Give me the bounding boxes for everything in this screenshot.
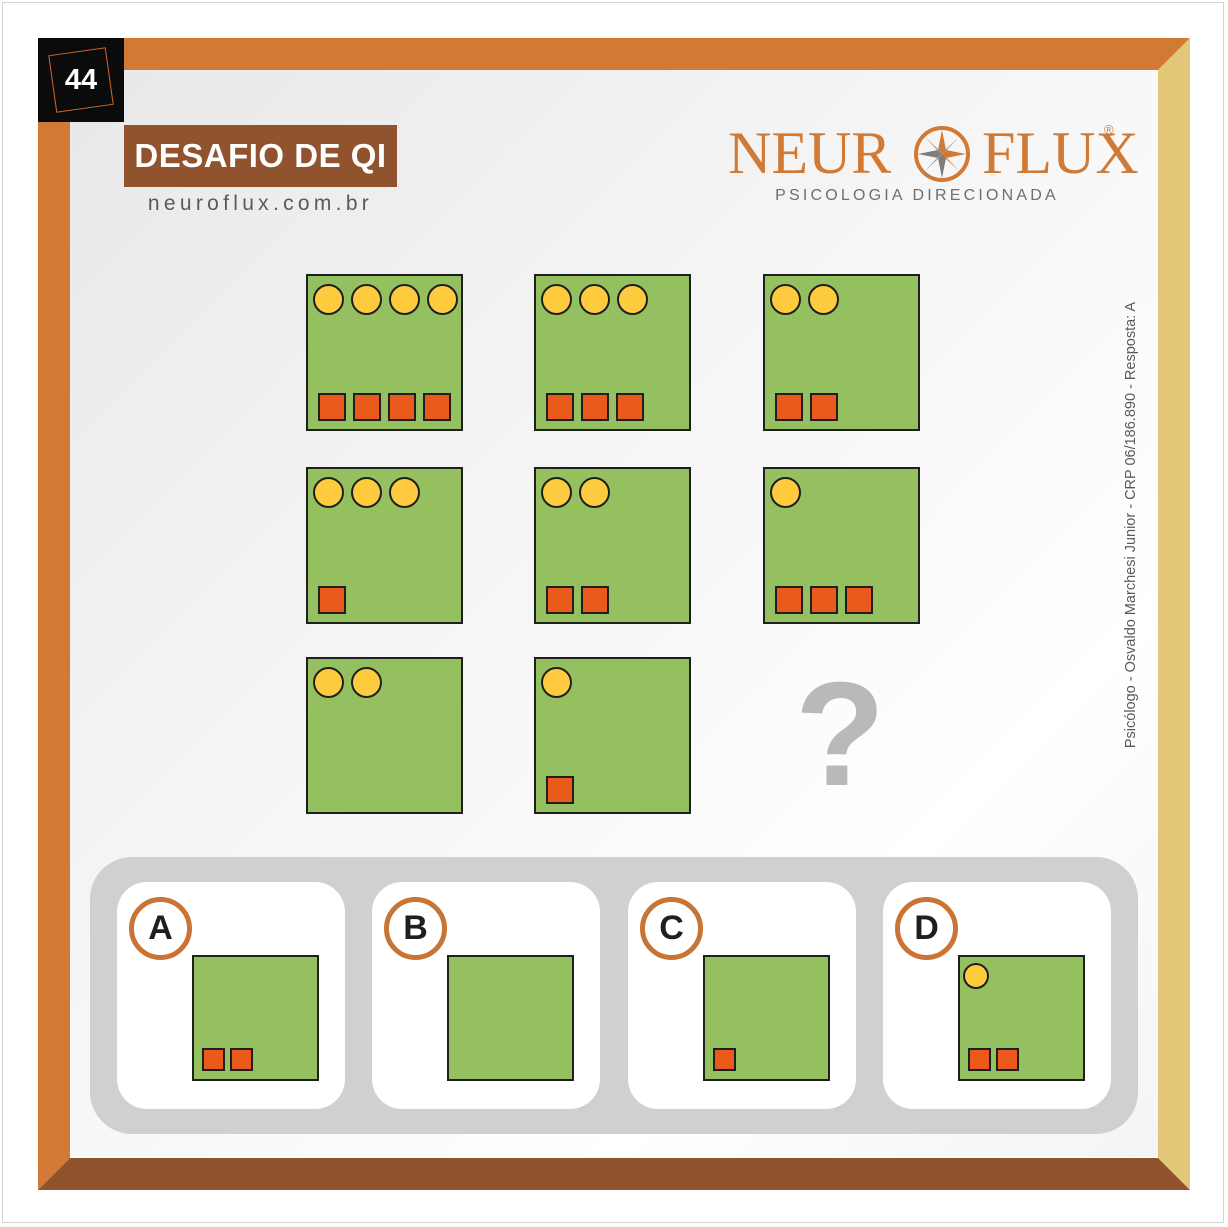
yellow-circle xyxy=(313,477,344,508)
yellow-circle xyxy=(963,963,989,989)
orange-square xyxy=(713,1048,736,1071)
yellow-circle xyxy=(579,477,610,508)
brand-word-right: FLUX xyxy=(982,120,1139,186)
orange-square xyxy=(810,393,838,421)
orange-square xyxy=(388,393,416,421)
registered-mark: ® xyxy=(1104,122,1114,137)
orange-square xyxy=(996,1048,1019,1071)
yellow-circle xyxy=(541,667,572,698)
yellow-circle xyxy=(389,477,420,508)
brand-tagline: PSICOLOGIA DIRECIONADA xyxy=(775,187,1059,204)
yellow-circle xyxy=(389,284,420,315)
frame-bottom xyxy=(38,1158,1190,1190)
orange-square xyxy=(810,586,838,614)
orange-square xyxy=(616,393,644,421)
yellow-circle xyxy=(313,667,344,698)
compass-icon xyxy=(914,126,970,182)
matrix-cell xyxy=(534,657,691,814)
frame-right xyxy=(1158,38,1190,1190)
question-mark: ? xyxy=(794,652,886,817)
option-cell xyxy=(192,955,319,1081)
orange-square xyxy=(581,393,609,421)
matrix-cell xyxy=(534,274,691,431)
matrix-cell xyxy=(763,467,920,624)
orange-square xyxy=(318,393,346,421)
author-credit: Psicólogo - Osvaldo Marchesi Junior - CR… xyxy=(1123,301,1139,749)
yellow-circle xyxy=(351,477,382,508)
orange-square xyxy=(230,1048,253,1071)
yellow-circle xyxy=(427,284,458,315)
orange-square xyxy=(353,393,381,421)
option-letter: C xyxy=(640,897,703,960)
orange-square xyxy=(775,586,803,614)
website-url: neuroflux.com.br xyxy=(147,192,374,215)
matrix-cell xyxy=(306,467,463,624)
brand-word-left: NEUR xyxy=(728,120,892,186)
yellow-circle xyxy=(351,284,382,315)
frame-top xyxy=(38,38,1190,70)
option-cell xyxy=(703,955,830,1081)
orange-square xyxy=(318,586,346,614)
option-card-b[interactable]: B xyxy=(372,882,600,1109)
option-cell xyxy=(958,955,1085,1081)
yellow-circle xyxy=(313,284,344,315)
option-cell xyxy=(447,955,574,1081)
option-letter: D xyxy=(895,897,958,960)
frame-left xyxy=(38,38,70,1190)
puzzle-number-badge: 44 xyxy=(38,38,124,122)
yellow-circle xyxy=(351,667,382,698)
orange-square xyxy=(202,1048,225,1071)
orange-square xyxy=(546,393,574,421)
yellow-circle xyxy=(579,284,610,315)
orange-square xyxy=(546,776,574,804)
option-card-a[interactable]: A xyxy=(117,882,345,1109)
yellow-circle xyxy=(770,477,801,508)
option-card-d[interactable]: D xyxy=(883,882,1111,1109)
puzzle-number: 44 xyxy=(64,64,98,96)
orange-square xyxy=(581,586,609,614)
matrix-cell xyxy=(534,467,691,624)
matrix-cell xyxy=(306,274,463,431)
yellow-circle xyxy=(541,477,572,508)
yellow-circle xyxy=(617,284,648,315)
orange-square xyxy=(775,393,803,421)
orange-square xyxy=(546,586,574,614)
orange-square xyxy=(968,1048,991,1071)
frame xyxy=(38,38,1190,1190)
page-title: DESAFIO DE QI xyxy=(124,125,397,187)
option-card-c[interactable]: C xyxy=(628,882,856,1109)
orange-square xyxy=(423,393,451,421)
yellow-circle xyxy=(770,284,801,315)
yellow-circle xyxy=(808,284,839,315)
matrix-cell xyxy=(763,274,920,431)
yellow-circle xyxy=(541,284,572,315)
matrix-cell xyxy=(306,657,463,814)
orange-square xyxy=(845,586,873,614)
option-letter: A xyxy=(129,897,192,960)
option-letter: B xyxy=(384,897,447,960)
